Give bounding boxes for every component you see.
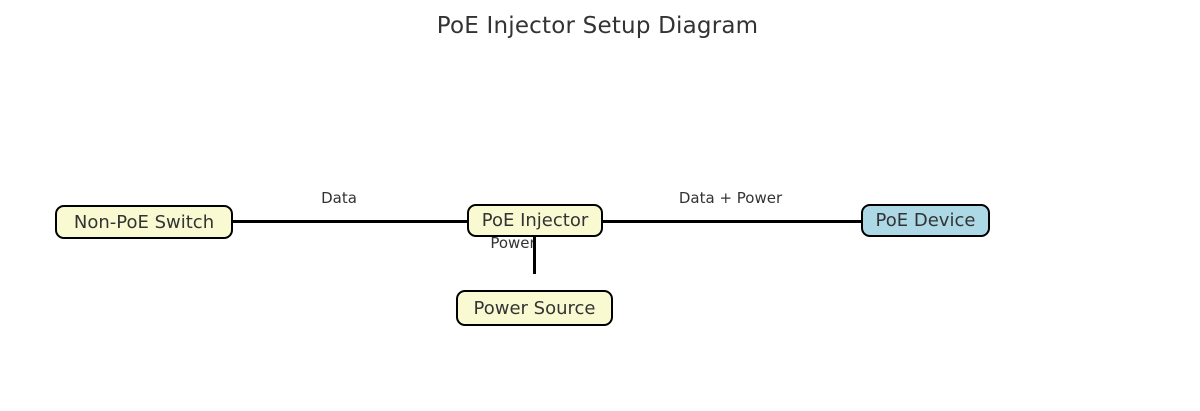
node-power-source: Power Source xyxy=(456,290,613,326)
node-poe-injector: PoE Injector xyxy=(467,204,603,237)
node-non-poe-switch: Non-PoE Switch xyxy=(55,205,233,239)
edge-power-label: Power xyxy=(490,234,536,252)
edge-data-power-line xyxy=(603,220,861,223)
node-poe-device: PoE Device xyxy=(861,204,990,237)
edge-data-power-label: Data + Power xyxy=(678,189,783,207)
edge-data-label: Data xyxy=(321,189,357,207)
edge-power-line xyxy=(533,236,536,274)
diagram-title: PoE Injector Setup Diagram xyxy=(436,13,759,39)
edge-data-line xyxy=(233,220,467,223)
